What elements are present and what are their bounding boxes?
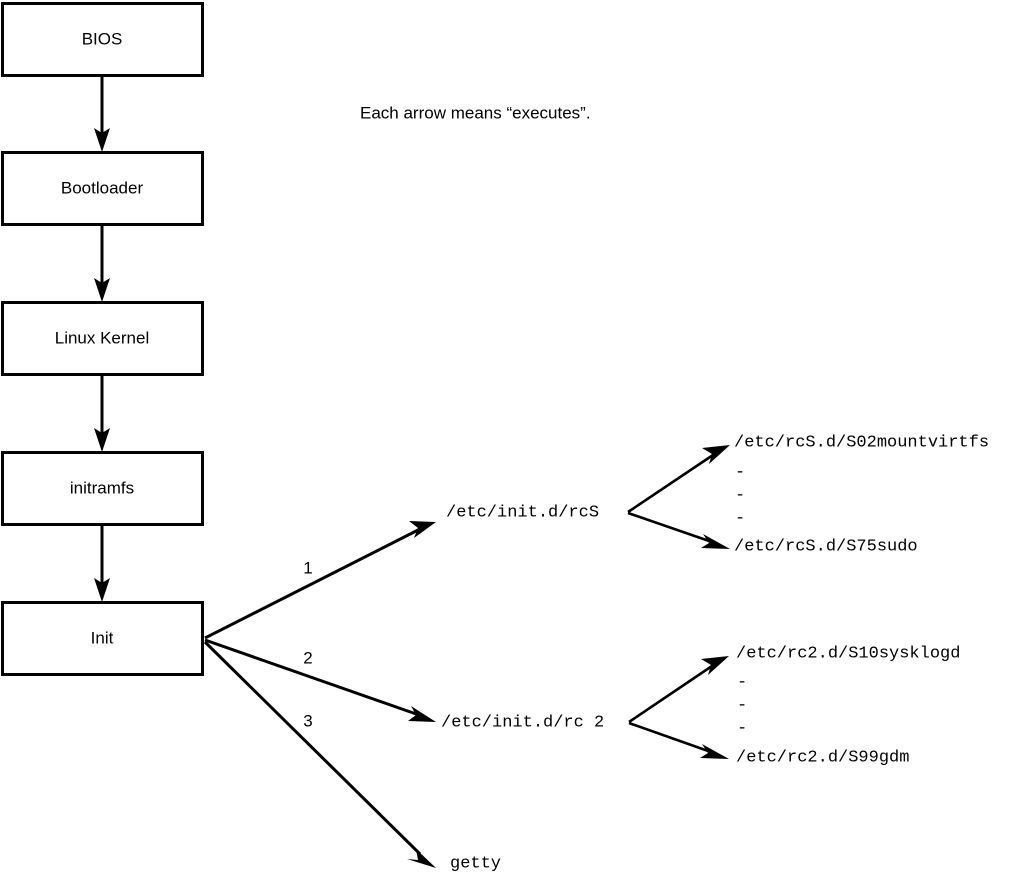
- branch-number-2: 2: [303, 648, 312, 667]
- arrow-init-branch-2: [204, 638, 436, 722]
- arrow-bootloader-to-kernel: [94, 225, 110, 302]
- stage-box-initramfs: initramfs: [1, 451, 204, 526]
- stage-box-bootloader-rect: [1, 151, 204, 226]
- arrow-head-icon: [702, 445, 730, 464]
- stage-box-bios-rect: [1, 2, 204, 77]
- stage-box-init-rect: [1, 601, 204, 676]
- arrow-bios-to-bootloader: [94, 75, 110, 152]
- rcs-script-first: /etc/rcS.d/S02mountvirtfs: [734, 433, 989, 452]
- arrow-init-branch-1: [204, 521, 436, 640]
- stage-box-initramfs-rect: [1, 451, 204, 526]
- stage-box-bios-label: BIOS: [82, 29, 123, 48]
- arrow-head-icon: [94, 278, 110, 302]
- arrow-head-icon: [94, 428, 110, 452]
- arrow-head-icon: [700, 744, 729, 759]
- stage-box-kernel-rect: [1, 301, 204, 376]
- branch-number-3: 3: [303, 711, 312, 730]
- rcs-script-last: /etc/rcS.d/S75sudo: [734, 537, 918, 556]
- arrow-rc2-to-first-script: [628, 656, 729, 724]
- arrow-rcs-to-first-script: [627, 445, 730, 514]
- branch-number-1: 1: [303, 558, 312, 577]
- diagram-caption: Each arrow means “executes”.: [360, 103, 591, 122]
- stage-box-kernel-label: Linux Kernel: [55, 328, 150, 347]
- rcs-ellipsis-dash: -: [735, 463, 745, 482]
- arrow-head-icon: [407, 849, 436, 868]
- rc2-script-first: /etc/rc2.d/S10sysklogd: [736, 644, 960, 663]
- arrow-rc2-to-last-script: [628, 721, 729, 759]
- arrow-head-icon: [701, 534, 730, 549]
- stage-box-initramfs-label: initramfs: [70, 478, 134, 497]
- stage-box-bootloader: Bootloader: [1, 151, 204, 226]
- stage-box-kernel: Linux Kernel: [1, 301, 204, 376]
- arrow-head-icon: [408, 706, 436, 722]
- arrow-head-icon: [701, 656, 729, 675]
- stage-box-bootloader-label: Bootloader: [61, 178, 144, 197]
- rc2-ellipsis-dash: -: [737, 719, 747, 738]
- branch-target-rc2-label: /etc/init.d/rc 2: [441, 713, 604, 732]
- rcs-ellipsis-dash: -: [735, 486, 745, 505]
- arrow-head-icon: [94, 578, 110, 602]
- arrow-head-icon: [94, 128, 110, 152]
- rcs-ellipsis-dash: -: [735, 509, 745, 528]
- stage-box-init-label: Init: [91, 628, 114, 647]
- arrow-kernel-to-initramfs: [94, 375, 110, 452]
- rc2-ellipsis-dash: -: [737, 696, 747, 715]
- branch-target-rcs-label: /etc/init.d/rcS: [446, 503, 599, 522]
- rc2-ellipsis-dash: -: [737, 673, 747, 692]
- rc2-script-last: /etc/rc2.d/S99gdm: [736, 748, 909, 767]
- stage-box-init: Init: [1, 601, 204, 676]
- arrow-init-branch-3: [203, 640, 436, 868]
- stage-box-bios: BIOS: [1, 2, 204, 77]
- branch-target-getty-label: getty: [450, 854, 501, 873]
- arrow-head-icon: [409, 521, 436, 538]
- arrow-initramfs-to-init: [94, 525, 110, 602]
- arrow-rcs-to-last-script: [627, 511, 730, 549]
